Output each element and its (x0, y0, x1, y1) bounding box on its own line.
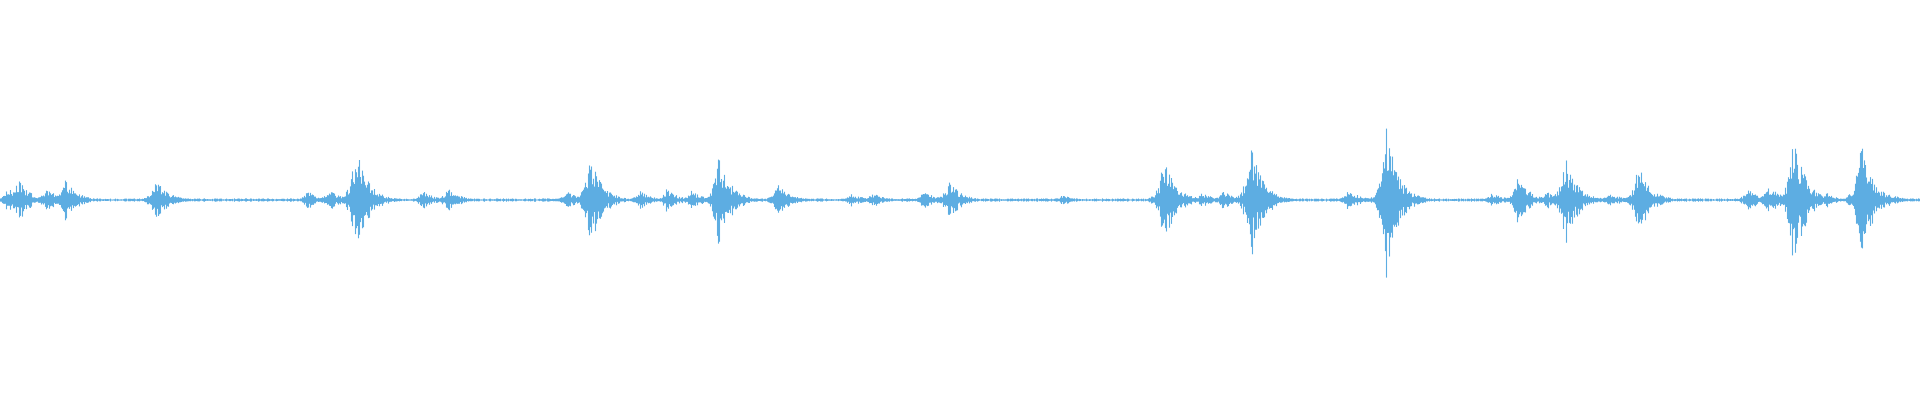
waveform-trace (0, 128, 1920, 278)
